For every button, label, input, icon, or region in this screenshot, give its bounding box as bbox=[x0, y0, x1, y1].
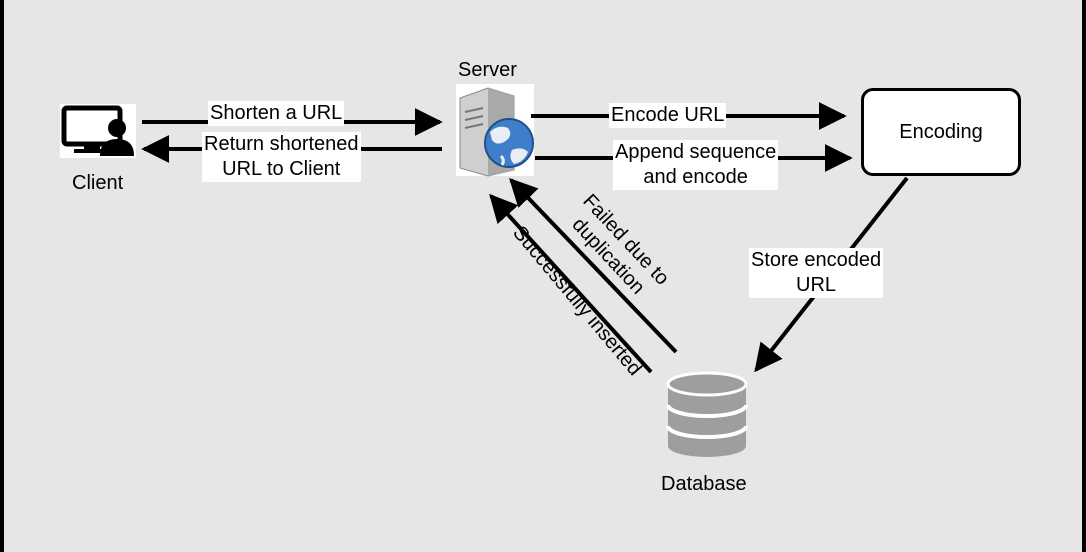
computer-user-icon bbox=[60, 104, 136, 158]
database-cylinder-icon bbox=[666, 371, 748, 457]
append-sequence-label: Append sequence and encode bbox=[613, 140, 779, 190]
encode-url-label: Encode URL bbox=[609, 103, 727, 128]
return-shortened-label: Return shortened URL to Client bbox=[202, 132, 361, 182]
encoding-node: Encoding bbox=[861, 88, 1021, 176]
diagram-edges bbox=[60, 84, 909, 457]
shorten-url-label: Shorten a URL bbox=[208, 101, 345, 126]
web-server-icon bbox=[456, 84, 534, 177]
diagram-canvas: Client Server Encoding Database Shorten … bbox=[4, 0, 1082, 552]
server-label: Server bbox=[458, 59, 517, 81]
encoding-label: Encoding bbox=[899, 120, 983, 143]
store-encoded-label: Store encoded URL bbox=[749, 248, 884, 298]
edge-successfully-inserted bbox=[489, 193, 653, 374]
edge-failed-duplication bbox=[509, 177, 678, 354]
client-label: Client bbox=[72, 172, 124, 194]
database-label: Database bbox=[661, 473, 747, 495]
